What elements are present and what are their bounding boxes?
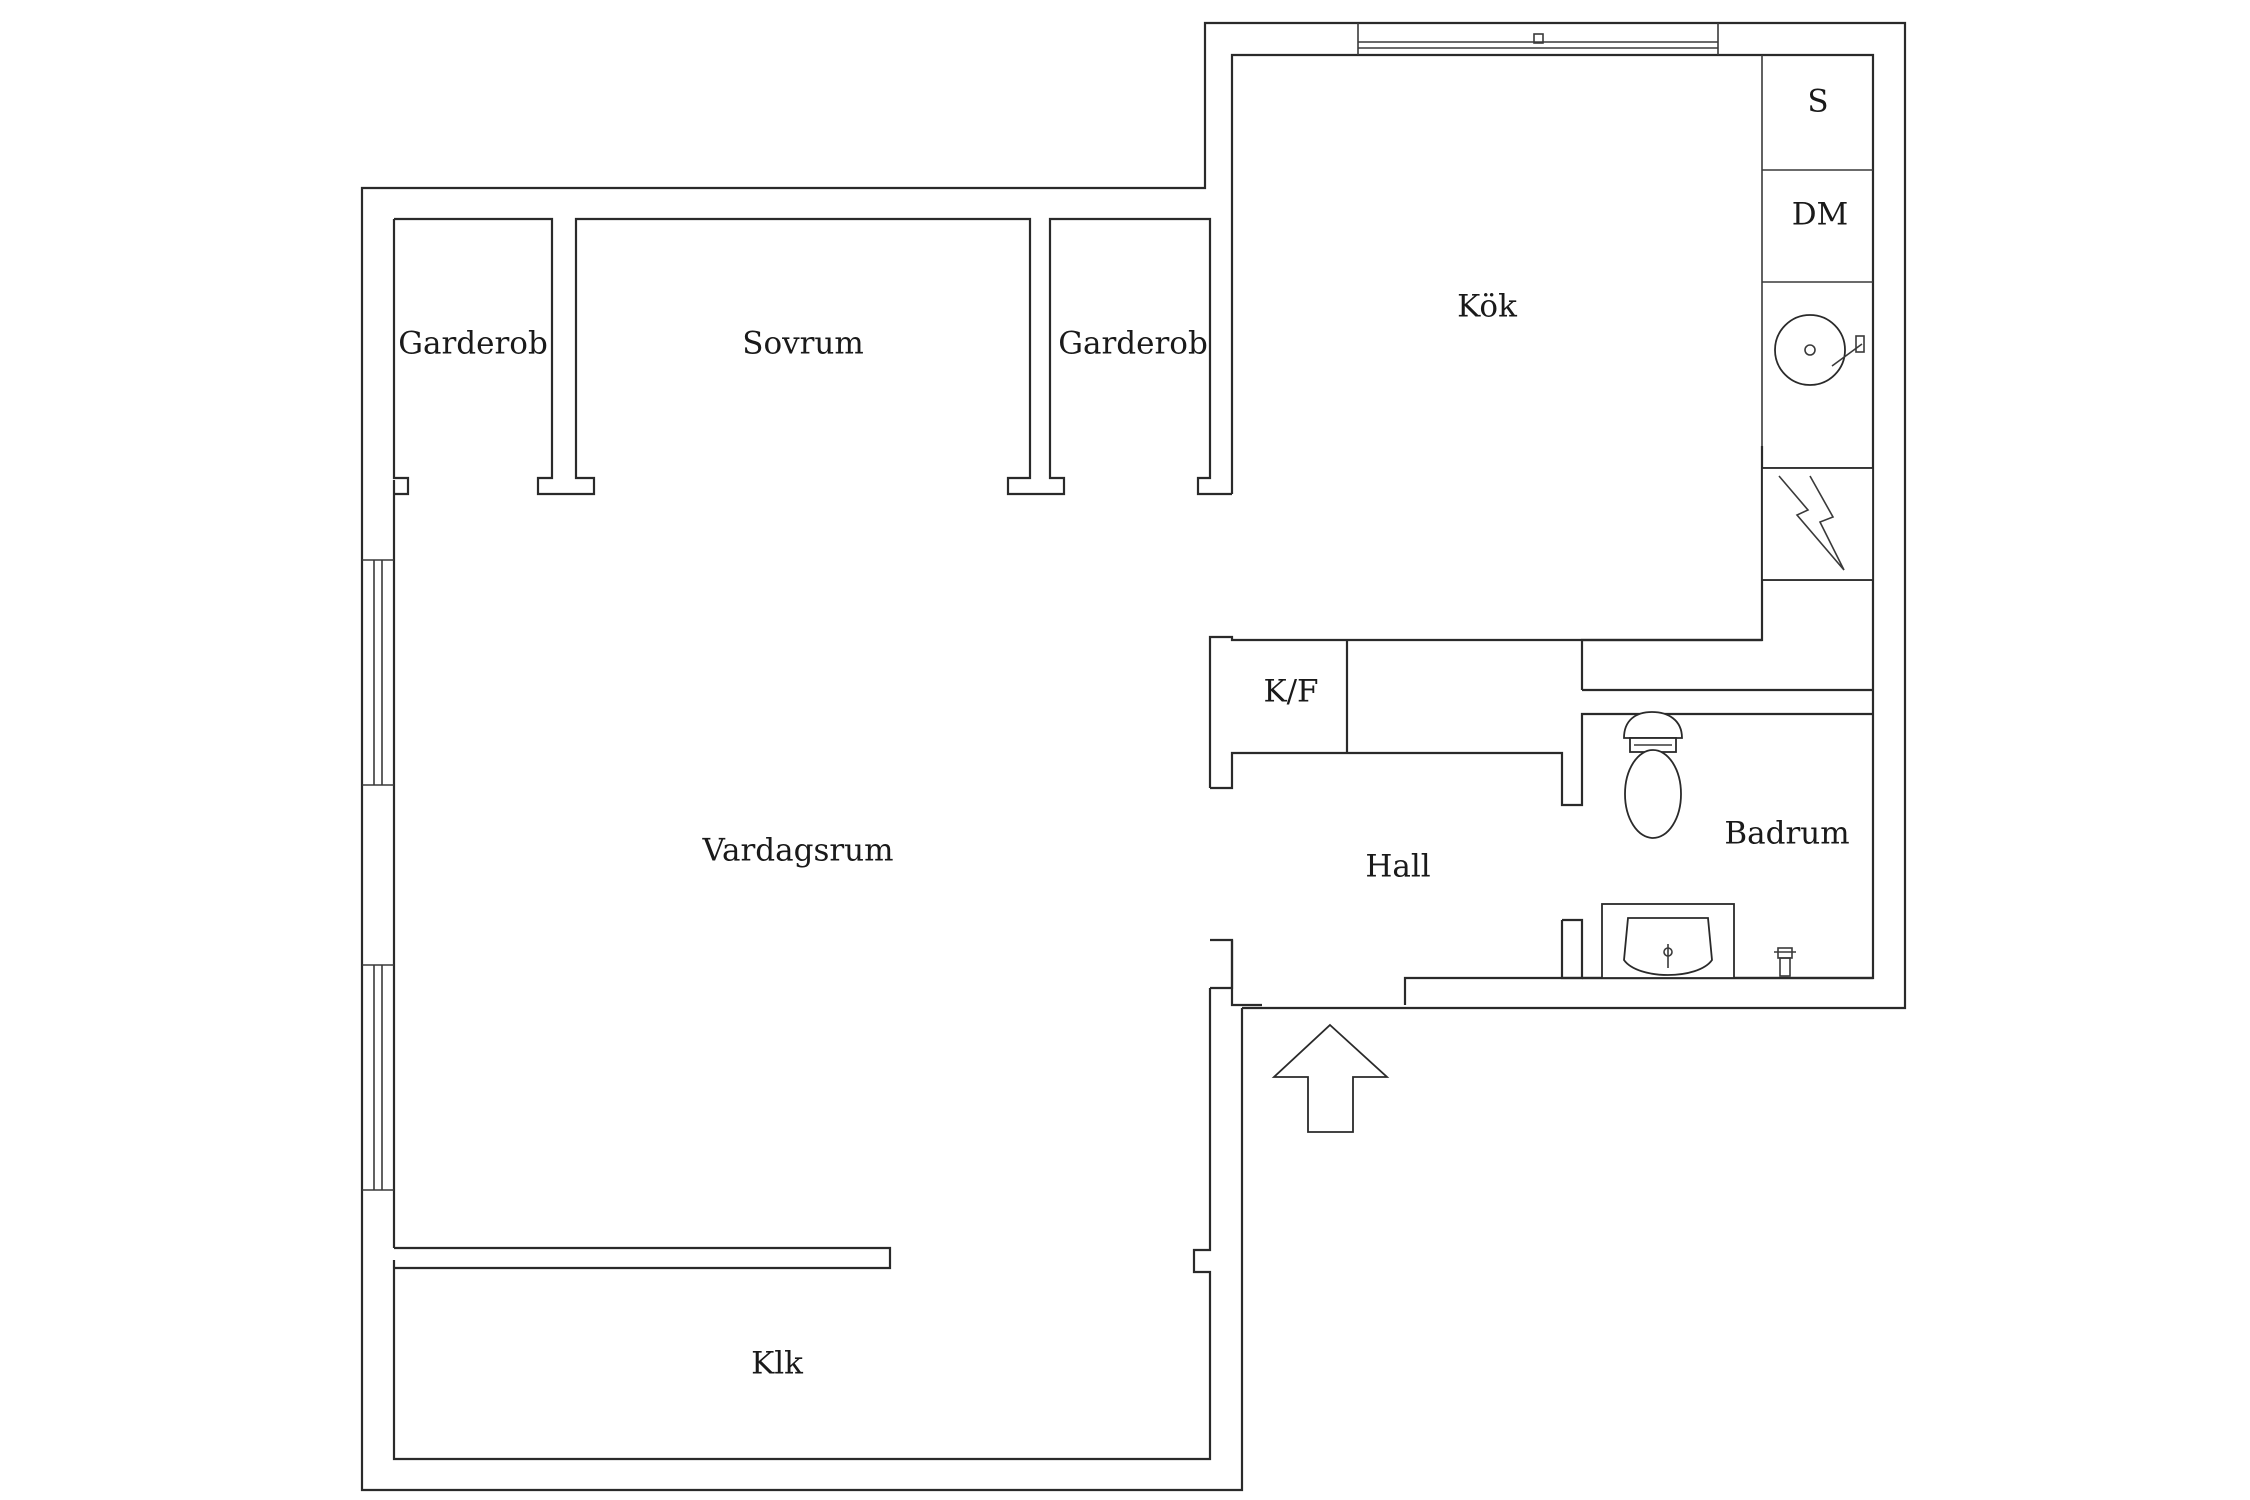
room-label-sovrum: Sovrum — [742, 326, 864, 362]
stove — [1761, 467, 1874, 581]
room-label-badrum: Badrum — [1724, 816, 1849, 852]
room-label-vardagsrum: Vardagsrum — [701, 833, 893, 869]
room-label-s: S — [1807, 84, 1828, 120]
arrow-up-icon — [1271, 1023, 1390, 1133]
toilet — [1623, 711, 1683, 839]
kitchen-sink — [1774, 314, 1865, 386]
room-label-klk: Klk — [751, 1346, 803, 1382]
bathroom-sink — [1601, 903, 1735, 979]
outer-walls — [360, 21, 1907, 1492]
room-label-hall: Hall — [1365, 849, 1430, 885]
bath-faucet — [1774, 947, 1796, 977]
room-label-dm: DM — [1792, 197, 1849, 233]
room-label-garderob-left: Garderob — [398, 326, 548, 362]
room-label-kf: K/F — [1263, 674, 1318, 710]
room-label-kok: Kök — [1457, 289, 1517, 325]
room-label-garderob-right: Garderob — [1058, 326, 1208, 362]
interior-walls — [394, 55, 1873, 1270]
